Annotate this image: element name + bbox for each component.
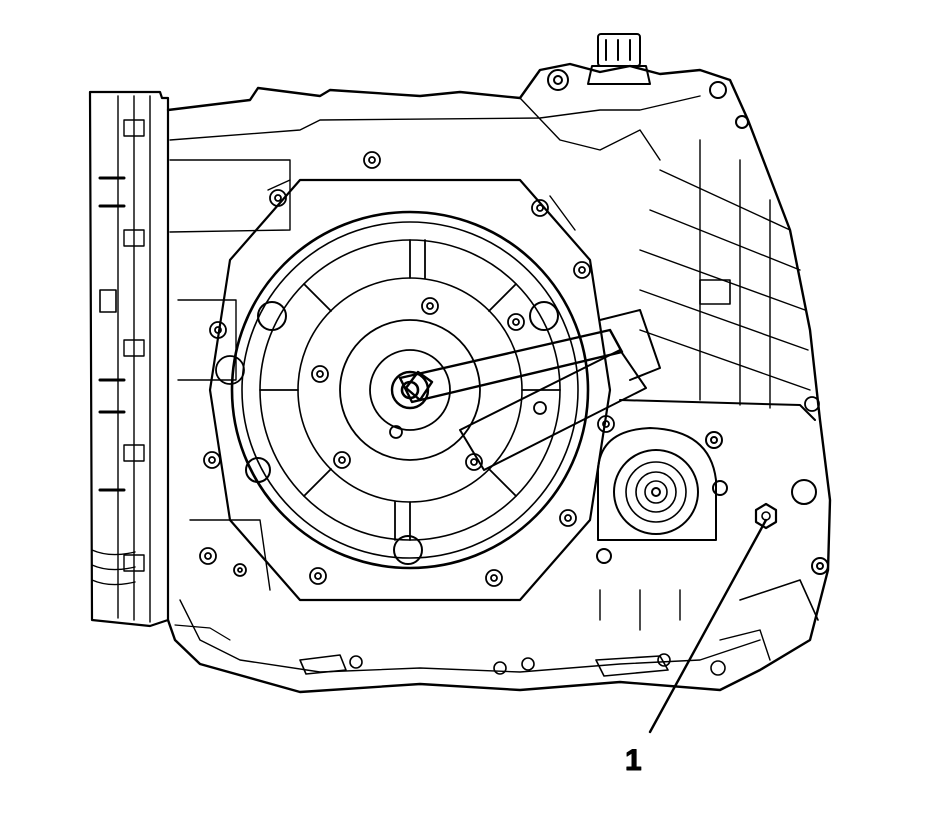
top-connector-housing	[519, 33, 749, 161]
main-cover-disc	[208, 178, 612, 602]
case-details-left	[169, 159, 291, 591]
main-case-outline	[166, 62, 832, 694]
case-ribs	[619, 139, 820, 421]
electric-pump	[596, 427, 728, 631]
holding-tool-bar	[398, 309, 661, 471]
plug-area	[719, 479, 829, 661]
callout-1-leader	[648, 518, 768, 734]
callout-1-label: 1	[625, 744, 642, 777]
left-side-case	[88, 90, 170, 628]
bottom-pan-details	[299, 653, 726, 677]
